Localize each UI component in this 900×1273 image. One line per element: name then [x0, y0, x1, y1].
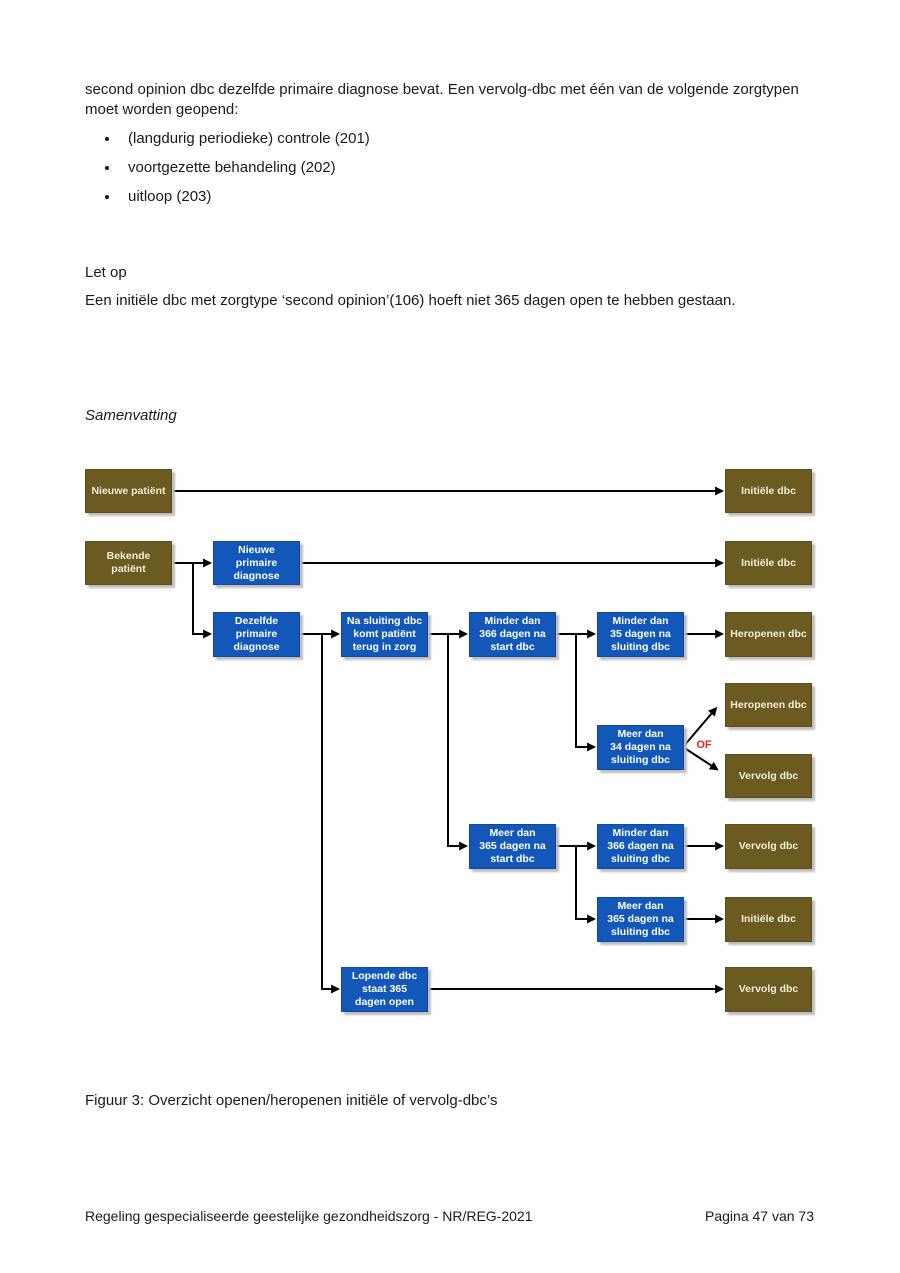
node-initiele-dbc-3: Initiële dbc	[725, 897, 812, 942]
flow-arrow	[321, 634, 341, 994]
page-footer: Regeling gespecialiseerde geestelijke ge…	[85, 1207, 814, 1225]
list-item: (langdurig periodieke) controle (201)	[85, 129, 370, 149]
node-meer-365-start: Meer dan 365 dagen na start dbc	[469, 824, 556, 869]
node-nieuwe-primaire-diagnose: Nieuwe primaire diagnose	[213, 541, 300, 585]
bullet-icon	[105, 166, 109, 170]
node-heropenen-dbc-2: Heropenen dbc	[725, 683, 812, 727]
node-vervolg-dbc-2: Vervolg dbc	[725, 824, 812, 869]
flow-arrow	[447, 634, 469, 851]
node-dezelfde-primaire-diagnose: Dezelfde primaire diagnose	[213, 612, 300, 657]
node-initiele-dbc-1: Initiële dbc	[725, 469, 812, 513]
bullet-list: (langdurig periodieke) controle (201) vo…	[85, 129, 370, 216]
flow-arrow	[682, 746, 719, 771]
node-lopende-dbc-365-open: Lopende dbc staat 365 dagen open	[341, 967, 428, 1012]
node-na-sluiting-terug-in-zorg: Na sluiting dbc komt patiënt terug in zo…	[341, 612, 428, 657]
note-text: Een initiële dbc met zorgtype ‘second op…	[85, 292, 736, 309]
bullet-icon	[105, 195, 109, 199]
list-item-text: voortgezette behandeling (202)	[128, 159, 336, 176]
node-meer-34-sluiting: Meer dan 34 dagen na sluiting dbc	[597, 725, 684, 770]
flow-arrow	[192, 563, 213, 639]
node-minder-366-start: Minder dan 366 dagen na start dbc	[469, 612, 556, 657]
list-item-text: uitloop (203)	[128, 188, 212, 205]
flow-arrow	[575, 846, 597, 924]
footer-document-title: Regeling gespecialiseerde geestelijke ge…	[85, 1208, 533, 1224]
list-item: uitloop (203)	[85, 187, 370, 207]
note-heading: Let op	[85, 264, 127, 281]
figure-title: Samenvatting	[85, 407, 177, 424]
node-meer-365-sluiting: Meer dan 365 dagen na sluiting dbc	[597, 897, 684, 942]
intro-paragraph: second opinion dbc dezelfde primaire dia…	[85, 81, 799, 118]
node-bekende-patient: Bekende patiënt	[85, 541, 172, 585]
or-label: OF	[696, 739, 712, 751]
node-minder-35-sluiting: Minder dan 35 dagen na sluiting dbc	[597, 612, 684, 657]
list-item: voortgezette behandeling (202)	[85, 158, 370, 178]
flow-arrow	[682, 706, 718, 748]
node-vervolg-dbc-1: Vervolg dbc	[725, 754, 812, 798]
node-nieuwe-patient: Nieuwe patiënt	[85, 469, 172, 513]
node-initiele-dbc-2: Initiële dbc	[725, 541, 812, 585]
footer-page-number: Pagina 47 van 73	[705, 1208, 814, 1224]
node-minder-366-sluiting: Minder dan 366 dagen na sluiting dbc	[597, 824, 684, 869]
node-vervolg-dbc-3: Vervolg dbc	[725, 967, 812, 1012]
figure-caption: Figuur 3: Overzicht openen/heropenen ini…	[85, 1092, 498, 1109]
list-item-text: (langdurig periodieke) controle (201)	[128, 130, 370, 147]
bullet-icon	[105, 137, 109, 141]
flow-arrow	[575, 634, 597, 752]
node-heropenen-dbc-1: Heropenen dbc	[725, 612, 812, 657]
